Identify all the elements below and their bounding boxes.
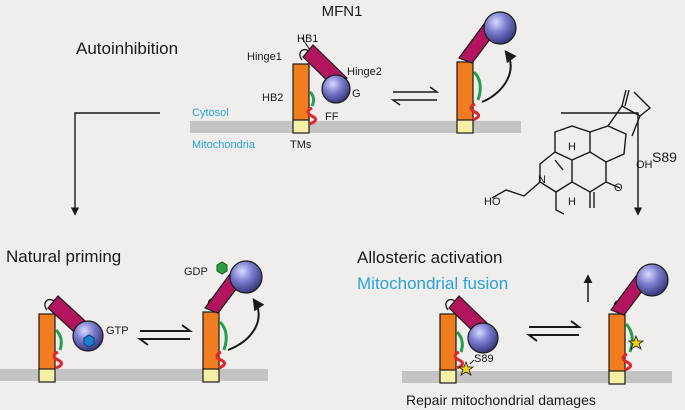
atom-h-top: H xyxy=(568,141,576,153)
equilibrium-arrows-bottom-left xyxy=(137,324,193,346)
swing-arrow-top xyxy=(481,50,517,103)
mfn1-open-top xyxy=(456,11,517,134)
gtp-label: GTP xyxy=(106,325,129,337)
atom-h-bottom: H xyxy=(568,196,576,208)
g-domain xyxy=(321,74,351,104)
gdp-label: GDP xyxy=(184,266,208,278)
section-autoinhibition: Autoinhibition xyxy=(76,39,178,58)
mfn1-gtp-bound: GTP xyxy=(38,295,129,383)
ff-linker xyxy=(306,106,317,126)
cytosol-label: Cytosol xyxy=(192,107,229,119)
membrane-top xyxy=(190,121,521,133)
atom-o: O xyxy=(614,182,623,194)
label-hinge2: Hinge2 xyxy=(347,66,382,78)
label-hb1: HB1 xyxy=(297,33,318,45)
s89-star-activated xyxy=(627,334,645,350)
flow-arrow-to-activation xyxy=(561,112,643,216)
s89-bound-label: S89 xyxy=(474,353,494,365)
flow-arrow-to-priming xyxy=(70,112,160,216)
atom-oh: OH xyxy=(636,159,653,171)
atom-ho: HO xyxy=(484,196,501,208)
mfn1-activated-open xyxy=(583,263,669,385)
swing-arrow-bottom-left xyxy=(227,298,265,351)
mfn1-s89-bound: S89 xyxy=(439,295,499,384)
equilibrium-arrows-top xyxy=(390,86,440,106)
figure-title: MFN1 xyxy=(322,3,363,20)
mfn1-gdp-open: GDP xyxy=(184,260,265,383)
label-ff: FF xyxy=(325,111,339,123)
label-hb2: HB2 xyxy=(262,92,283,104)
membrane-bottom-left xyxy=(0,369,268,381)
section-mitochondrial-fusion: Mitochondrial fusion xyxy=(357,274,508,293)
section-allosteric-activation: Allosteric activation xyxy=(357,248,503,267)
section-repair: Repair mitochondrial damages xyxy=(406,392,596,408)
label-g: G xyxy=(352,88,361,100)
label-hinge1: Hinge1 xyxy=(247,51,282,63)
tm-domain xyxy=(292,118,310,134)
s89-star xyxy=(457,360,475,376)
label-tms: TMs xyxy=(290,139,312,151)
gdp-molecule xyxy=(216,261,228,275)
mfn1-autoinhibited: HB1 Hinge1 Hinge2 HB2 G FF TMs xyxy=(247,33,382,151)
green-linker xyxy=(308,90,316,107)
equilibrium-arrows-bottom-right xyxy=(526,320,582,342)
s89-side-label: S89 xyxy=(652,149,677,165)
hb2-domain xyxy=(292,63,310,121)
s89-molecule xyxy=(491,89,652,215)
section-natural-priming: Natural priming xyxy=(6,247,121,266)
gtp-molecule xyxy=(83,334,95,348)
atom-n: N xyxy=(538,174,546,186)
mitochondria-label: Mitochondria xyxy=(192,139,256,151)
